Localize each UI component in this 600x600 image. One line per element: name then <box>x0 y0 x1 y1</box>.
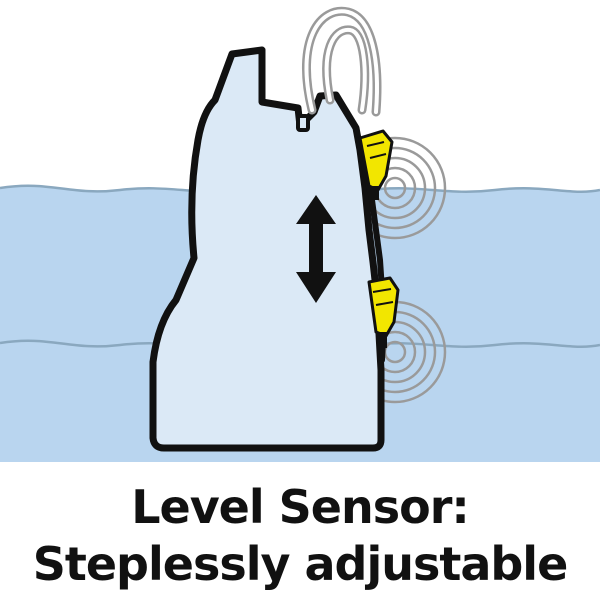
caption-line-2: Steplessly adjustable <box>32 537 569 591</box>
submersible-pump-icon <box>149 46 385 452</box>
cable-icon <box>302 6 382 117</box>
float-switch-icon <box>367 276 400 348</box>
pump-top-notch <box>296 114 310 132</box>
float-switch-icon <box>358 129 394 200</box>
double-arrow-icon <box>296 195 336 303</box>
caption-line-1: Level Sensor: <box>131 480 470 534</box>
pump-level-sensor-illustration <box>0 6 600 463</box>
